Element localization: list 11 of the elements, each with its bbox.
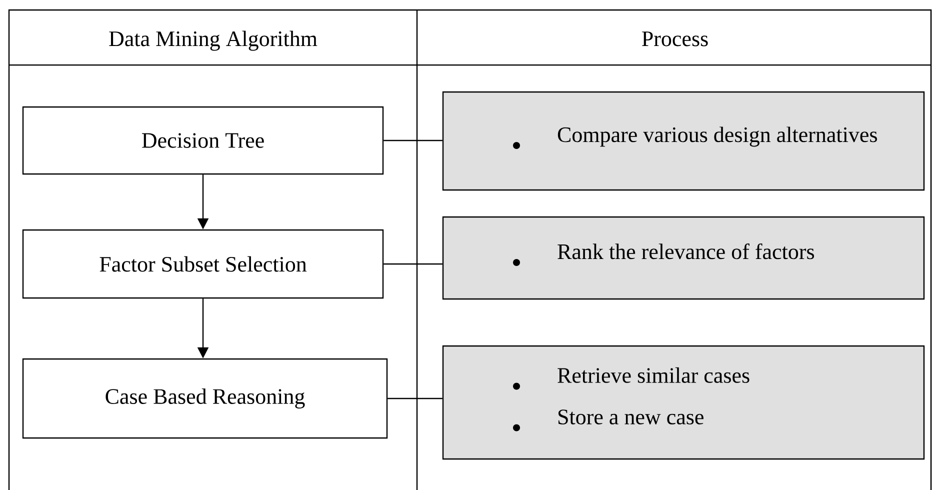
process-box: Compare various design alternatives (442, 91, 925, 191)
connector-line (384, 263, 442, 265)
algorithm-box: Case Based Reasoning (22, 358, 388, 439)
column-header: Process (642, 32, 708, 46)
process-box: Rank the relevance of factors (442, 216, 925, 300)
connector-line (388, 398, 442, 400)
column-header: Data Mining Algorithm (109, 30, 318, 51)
connector-line (384, 140, 442, 142)
algorithm-box: Decision Tree (22, 106, 384, 175)
process-box: Retrieve similar cases Store a new case (442, 345, 925, 460)
algorithm-box: Factor Subset Selection (22, 229, 384, 299)
